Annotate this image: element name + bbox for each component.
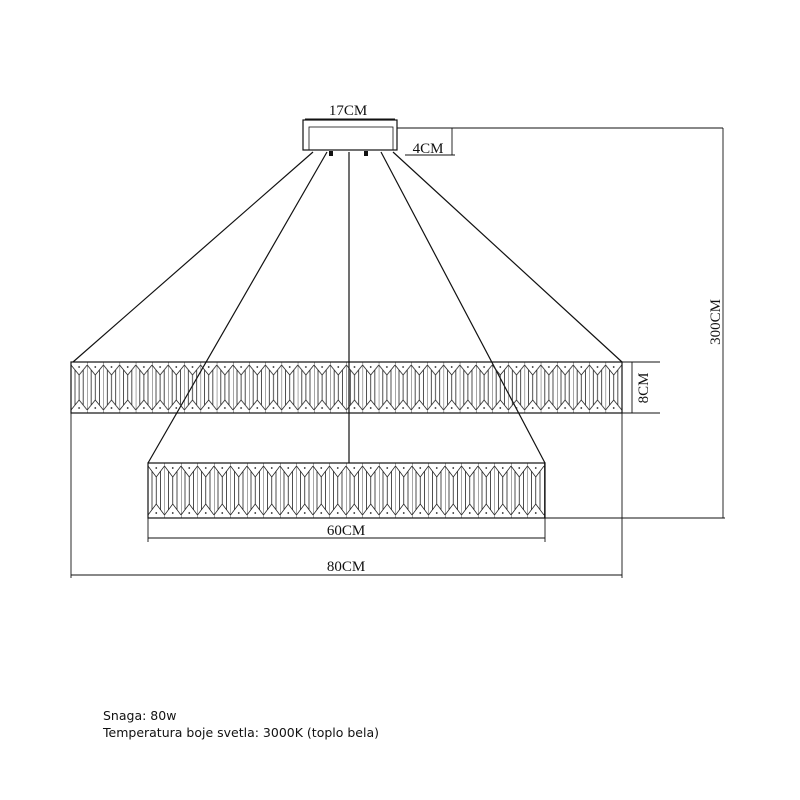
- small-ring-diameter-label: 60CM: [327, 523, 365, 539]
- ring-height-label: 8CM: [636, 373, 652, 404]
- total-height-label: 300CM: [708, 299, 724, 345]
- color-temperature-spec: Temperatura boje svetla: 3000K (toplo be…: [103, 725, 380, 740]
- suspension-wires: [72, 151, 623, 464]
- canopy: [302, 119, 398, 151]
- large-ring-diameter-label: 80CM: [327, 559, 365, 575]
- large-crystal-ring: [70, 361, 623, 414]
- spec-notes: Snaga: 80w Temperatura boje svetla: 3000…: [103, 707, 379, 741]
- canopy-height-label: 4CM: [413, 141, 444, 157]
- small-crystal-ring: [147, 462, 546, 519]
- canopy-width-label: 17CM: [329, 103, 367, 119]
- power-spec: Snaga: 80w: [103, 708, 177, 723]
